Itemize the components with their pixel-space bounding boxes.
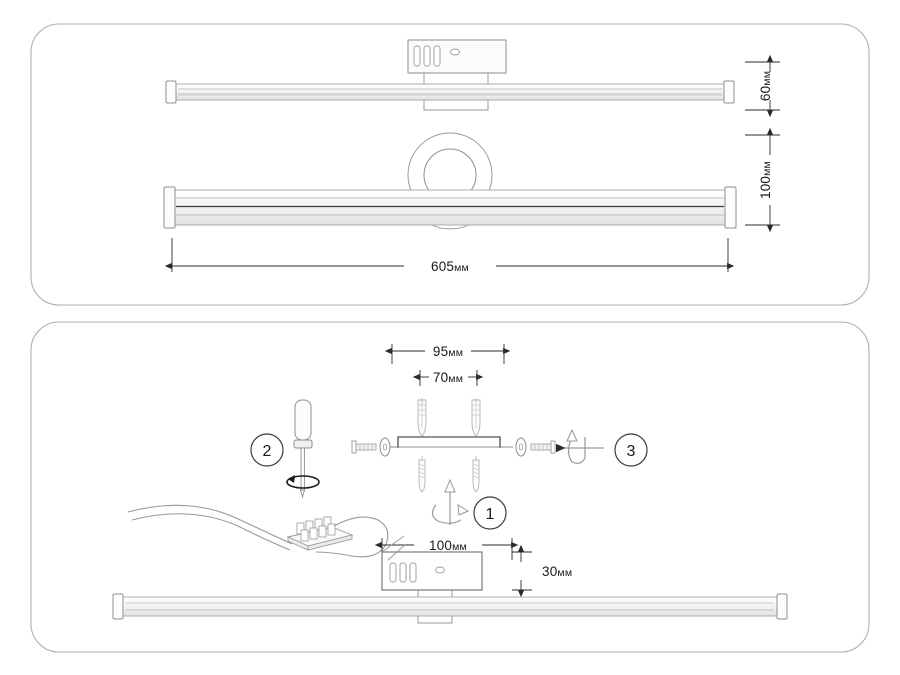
wall-anchor-upper-left bbox=[417, 398, 427, 437]
step-3-number: 3 bbox=[627, 443, 636, 460]
svg-text:100мм: 100мм bbox=[758, 161, 773, 199]
step-2-number: 2 bbox=[263, 443, 272, 460]
dim-100b-value: 100 bbox=[429, 538, 452, 553]
lamp-bar-bottom-view bbox=[112, 593, 788, 620]
svg-text:30мм: 30мм bbox=[542, 564, 572, 579]
step-1-marker[interactable]: 1 bbox=[473, 496, 507, 530]
screwdriver-rotation-arrow bbox=[286, 475, 320, 489]
washer-right bbox=[515, 437, 527, 457]
dim-60-unit: мм bbox=[761, 71, 773, 86]
svg-text:605мм: 605мм bbox=[431, 259, 469, 274]
terminal-block bbox=[286, 516, 354, 551]
dim-30-unit: мм bbox=[557, 567, 572, 579]
dimension-100mm-housing: 100мм bbox=[374, 538, 519, 560]
wall-anchor-upper-right bbox=[471, 398, 481, 437]
dim-100-unit: мм bbox=[761, 161, 773, 176]
dimension-60mm: 60мм bbox=[745, 54, 780, 118]
dimension-605mm: 605мм bbox=[164, 238, 735, 274]
power-cable bbox=[127, 504, 389, 558]
dimension-95mm: 95мм bbox=[384, 344, 511, 364]
step-1-arrow bbox=[431, 478, 470, 525]
dimension-100mm: 100мм bbox=[745, 127, 780, 233]
svg-text:70мм: 70мм bbox=[433, 370, 463, 385]
step-3-arrow bbox=[556, 428, 604, 464]
dim-605-value: 605 bbox=[431, 259, 454, 274]
driver-housing bbox=[381, 535, 483, 624]
svg-text:95мм: 95мм bbox=[433, 344, 463, 359]
screw-left bbox=[351, 440, 377, 454]
step-2-marker[interactable]: 2 bbox=[250, 433, 284, 467]
dim-95-unit: мм bbox=[448, 347, 463, 359]
washer-left bbox=[379, 437, 391, 457]
lamp-bar-front-view bbox=[163, 186, 737, 230]
lamp-bar-top-view bbox=[165, 80, 735, 104]
screw-right bbox=[530, 440, 556, 454]
svg-text:60мм: 60мм bbox=[758, 71, 773, 101]
mounting-bracket bbox=[385, 436, 513, 448]
dim-605-unit: мм bbox=[454, 262, 469, 274]
dim-70-unit: мм bbox=[448, 373, 463, 385]
screw-lower-left bbox=[418, 456, 426, 493]
dim-60-value: 60 bbox=[758, 86, 773, 101]
svg-text:100мм: 100мм bbox=[429, 538, 467, 553]
dim-95-value: 95 bbox=[433, 344, 448, 359]
screwdriver-icon bbox=[293, 399, 313, 499]
dim-70-value: 70 bbox=[433, 370, 448, 385]
step-3-marker[interactable]: 3 bbox=[614, 433, 648, 467]
driver-box-top-view bbox=[407, 39, 507, 111]
screw-lower-right bbox=[472, 456, 480, 493]
dim-100b-unit: мм bbox=[452, 541, 467, 553]
dimension-70mm: 70мм bbox=[412, 370, 484, 386]
dim-30-value: 30 bbox=[542, 564, 557, 579]
dimension-30mm: 30мм bbox=[512, 544, 572, 598]
step-1-number: 1 bbox=[486, 506, 495, 523]
dim-100-value: 100 bbox=[758, 176, 773, 199]
